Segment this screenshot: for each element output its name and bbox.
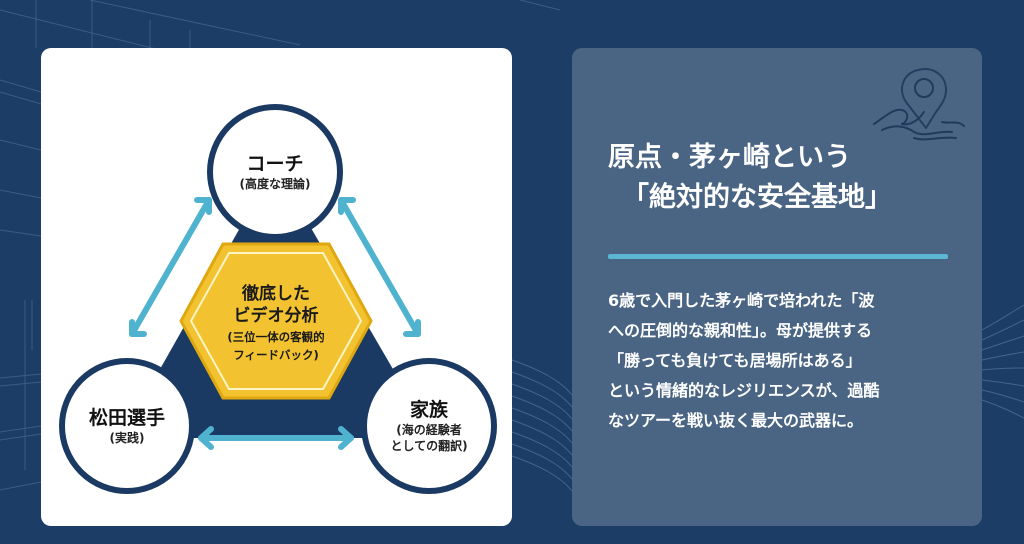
diagram-card: コーチ (高度な理論) 松田選手 (実践) 家族 (海の経験者 としての翻訳) … (41, 48, 512, 526)
triad-diagram-graphic (121, 166, 433, 450)
body-line: 6歳で入門した茅ヶ崎で培われた「波 (608, 291, 875, 310)
headline-divider (608, 254, 948, 259)
headline-line2: 「絶対的な安全基地」 (622, 182, 892, 213)
body-line: なツアーを戦い抜く最大の武器に。 (608, 411, 864, 430)
body-line: という情緒的なレジリエンスが、過酷 (608, 381, 880, 400)
family-subtitle-line1: (海の経験者 (396, 423, 462, 437)
family-subtitle-line2: としての翻訳) (390, 439, 468, 453)
center-hexagon (179, 242, 373, 400)
node-family: 家族 (海の経験者 としての翻訳) (361, 358, 497, 494)
node-coach: コーチ (高度な理論) (207, 104, 343, 240)
coach-title: コーチ (246, 153, 304, 175)
center-hexagon-label: 徹底した ビデオ分析 (三位一体の客観的 フィードバック) (211, 268, 341, 378)
node-player: 松田選手 (実践) (59, 358, 195, 494)
panel-headline: 原点・茅ヶ崎という 「絶対的な安全基地」 (608, 138, 968, 218)
center-title-line1: 徹底した (242, 284, 310, 304)
player-subtitle: (実践) (109, 431, 145, 445)
body-line: 「勝っても負けても居場所はある」 (608, 351, 862, 370)
family-title: 家族 (409, 399, 448, 421)
arrow-coach-player (129, 197, 212, 337)
panel-body: 6歳で入門した茅ヶ崎で培われた「波 への圧倒的な親和性」。母が提供する 「勝って… (608, 286, 958, 436)
coach-subtitle: (高度な理論) (239, 177, 311, 191)
center-title-line2: ビデオ分析 (233, 306, 319, 326)
center-subtitle-line1: (三位一体の客観的 (227, 330, 325, 344)
center-subtitle-line2: フィードバック) (233, 348, 319, 362)
headline-line1: 原点・茅ヶ崎という (608, 142, 851, 173)
player-title: 松田選手 (88, 407, 165, 429)
location-pin-wave-icon (873, 68, 965, 141)
text-panel: 原点・茅ヶ崎という 「絶対的な安全基地」 6歳で入門した茅ヶ崎で培われた「波 へ… (572, 48, 982, 526)
arrow-coach-family (338, 197, 421, 337)
body-line: への圧倒的な親和性」。母が提供する (608, 321, 873, 340)
